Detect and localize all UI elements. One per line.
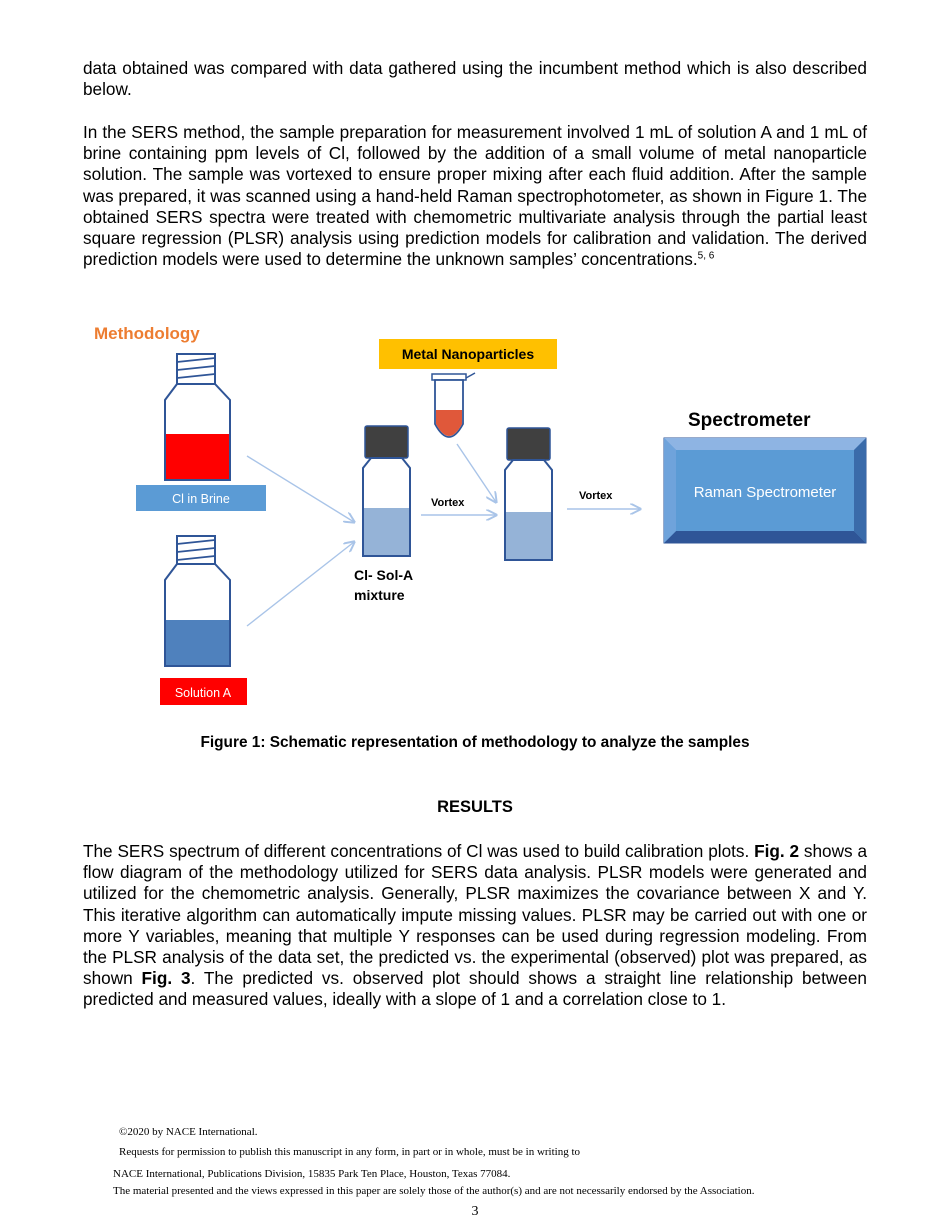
footer-disclaimer: The material presented and the views exp… [113, 1185, 755, 1197]
vial-solution-a-icon [164, 535, 231, 667]
paragraph-intro-text: data obtained was compared with data gat… [83, 58, 867, 100]
vortex-label-1: Vortex [431, 497, 465, 509]
fig3-reference: Fig. 3 [141, 968, 191, 989]
footer-copyright: ©2020 by NACE International. [119, 1126, 258, 1138]
page-number: 3 [471, 1204, 479, 1219]
footer-address: NACE International, Publications Divisio… [113, 1168, 511, 1180]
solution-a-label: Solution A [175, 686, 232, 700]
nanoparticles-label: Metal Nanoparticles [402, 346, 534, 362]
methodology-figure: Methodology Cl in Brine Solution A [94, 324, 867, 705]
solution-a-label-box [160, 678, 247, 705]
paragraph-results: The SERS spectrum of different concentra… [83, 841, 867, 1011]
results-text-2: shows a flow diagram of the methodology … [83, 841, 867, 989]
results-text-3: . The predicted vs. observed plot should… [83, 968, 867, 1010]
figure-caption: Figure 1: Schematic representation of me… [200, 734, 750, 751]
mixture-label-line2: mixture [354, 587, 405, 603]
vial-mixture-icon [362, 425, 411, 557]
paragraph-sers-method: In the SERS method, the sample preparati… [83, 122, 867, 270]
figure-title: Methodology [94, 324, 200, 343]
footer-permission: Requests for permission to publish this … [119, 1146, 581, 1158]
brine-label: Cl in Brine [172, 492, 230, 506]
paragraph-sers-text: In the SERS method, the sample preparati… [83, 122, 867, 270]
results-text-1: The SERS spectrum of different concentra… [83, 841, 755, 861]
nanoparticles-label-box [379, 339, 557, 369]
raman-spectrometer-icon [663, 437, 867, 544]
fig2-reference: Fig. 2 [754, 841, 800, 861]
results-heading: RESULTS [437, 798, 513, 816]
reference-superscript: 5, 6 [697, 250, 715, 262]
spectrometer-title: Spectrometer [688, 410, 811, 431]
vial-brine-icon [164, 353, 231, 481]
brine-label-box [136, 485, 266, 511]
vortex-label-2: Vortex [579, 490, 613, 502]
vial-final-icon [504, 427, 553, 561]
mixture-label-line1: Cl- Sol-A [354, 567, 413, 583]
nanoparticle-tube-icon [431, 372, 476, 438]
arrow-solution-to-mixture [246, 542, 354, 627]
spectrometer-box-label: Raman Spectrometer [694, 484, 837, 501]
arrow-nanoparticles-to-vial [456, 443, 496, 502]
arrow-brine-to-mixture [246, 455, 354, 522]
paragraph-intro: data obtained was compared with data gat… [83, 58, 867, 100]
